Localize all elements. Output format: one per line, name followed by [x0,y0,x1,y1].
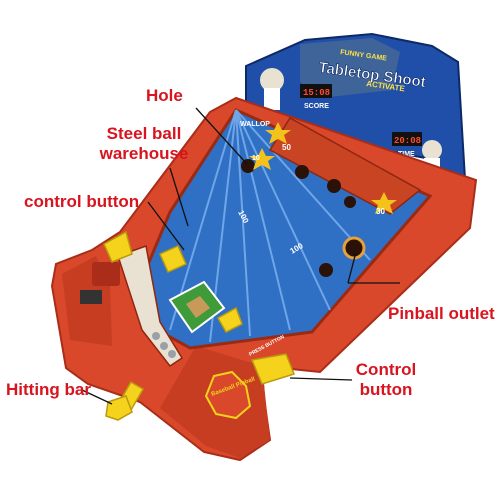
callout-control-line2: button [359,380,413,399]
hitting-bar[interactable] [105,381,145,421]
callout-hole: Hole [146,86,183,105]
wallop-label: WALLOP [240,121,270,128]
hole [344,196,356,208]
hole [319,263,333,277]
hole [327,179,341,193]
callout-control-button-right: Control button [346,360,426,400]
leader-line-steel-ball [169,167,189,227]
star-icon [249,148,275,170]
battery-panel [80,290,102,304]
score-label: SCORE [304,103,329,110]
leader-line-hitting-bar [81,389,113,405]
time-value: 20:08 [394,136,421,146]
control-button-left[interactable] [103,230,133,263]
control-button-right[interactable] [250,353,295,385]
leader-line-control-button-left [147,201,185,251]
flipper [216,306,243,333]
callout-hitting-bar: Hitting bar [6,380,91,399]
callout-steel-ball-line2: warehouse [99,144,189,163]
logo-badge [204,370,252,420]
lane-10-label: 10 [252,155,260,162]
star-icon [265,122,291,144]
leader-line-pinball-outlet [347,251,357,284]
steel-ball [152,332,160,340]
star-icon [371,192,397,214]
lane-30-label: 30 [376,207,385,216]
callout-control-button-left: control button [24,192,140,211]
leader-lines [81,107,400,405]
callout-steel-ball-line1: Steel ball [106,124,182,143]
callout-steel-ball-warehouse: Steel ball warehouse [94,124,194,164]
lane-50-label: 50 [282,143,291,152]
steel-ball [168,350,176,358]
speaker-grill [92,262,120,286]
leader-line-control-button-right [289,377,353,381]
baseball-diamond [168,280,226,334]
score-value: 15:08 [303,88,330,98]
steel-ball [160,342,168,350]
time-display [392,132,422,146]
time-label: TIME [398,151,415,158]
score-display [300,84,332,98]
leader-line-hole [195,107,248,165]
callout-pinball-outlet: Pinball outlet [388,304,495,323]
steel-ball-warehouse [117,244,184,368]
pinball-outlet-hole [342,236,366,260]
callout-control-line1: Control [355,360,417,379]
hole [295,165,309,179]
hole [241,159,255,173]
flipper [159,245,187,273]
